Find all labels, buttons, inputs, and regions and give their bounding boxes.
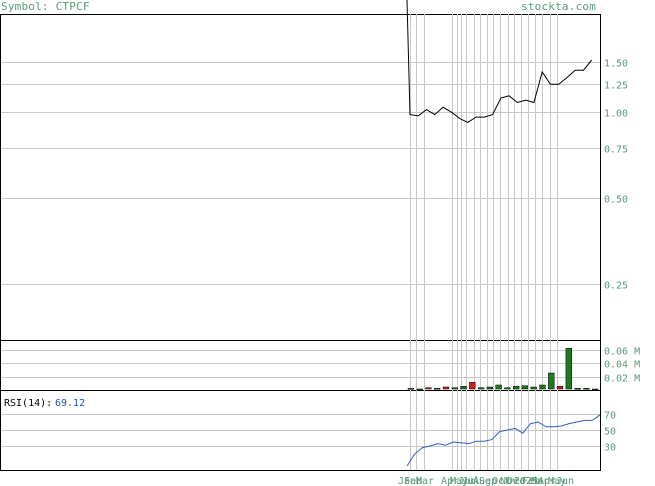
x-axis-label: Mar xyxy=(416,476,434,486)
volume-bar xyxy=(407,388,415,390)
rsi-tick-label: 70 xyxy=(604,411,616,422)
rsi-label: RSI(14): xyxy=(4,398,52,409)
volume-bar xyxy=(583,388,590,390)
price-tick-label: 0.50 xyxy=(604,195,628,206)
volume-bar xyxy=(451,387,458,390)
volume-bar xyxy=(513,386,520,390)
x-axis-label: Nov xyxy=(500,476,518,486)
price-tick-label: 1.00 xyxy=(604,109,628,120)
price-tick-label: 1.25 xyxy=(604,81,628,92)
price-tick-label: 0.25 xyxy=(604,281,628,292)
volume-bar xyxy=(416,388,423,391)
price-line xyxy=(406,0,593,123)
brand-label: stockta.com xyxy=(521,0,597,13)
volume-bar xyxy=(539,384,546,390)
x-axis-label: May xyxy=(548,476,566,486)
volume-bar xyxy=(591,388,599,391)
volume-bar xyxy=(530,386,537,390)
volume-bar xyxy=(469,382,476,390)
volume-bar xyxy=(442,386,450,390)
volume-bar xyxy=(574,388,581,390)
volume-bar xyxy=(434,388,441,390)
x-axis-label: Jun xyxy=(458,476,476,486)
x-axis-label: Aug xyxy=(473,476,491,486)
x-axis-label: Dec xyxy=(507,476,525,486)
volume-tick-label: 0.06 M xyxy=(604,347,640,358)
rsi-tick-label: 50 xyxy=(604,427,616,438)
x-axis-label: Jun xyxy=(556,476,574,486)
volume-bar xyxy=(486,386,494,390)
price-panel xyxy=(0,14,601,341)
price-tick-label: 0.75 xyxy=(604,145,628,156)
volume-bar xyxy=(548,372,555,390)
volume-bar xyxy=(556,386,564,390)
x-axis-label: Jul xyxy=(462,476,480,486)
x-axis-label: May xyxy=(450,476,468,486)
x-axis-label: Oct xyxy=(492,476,510,486)
x-axis-label: Mar xyxy=(531,476,549,486)
x-axis-label: Apr xyxy=(441,476,459,486)
price-tick-label: 1.50 xyxy=(604,59,628,70)
volume-bar xyxy=(521,385,529,390)
volume-bar xyxy=(504,387,511,390)
rsi-value: 69.12 xyxy=(55,398,85,409)
volume-bar xyxy=(425,387,432,390)
volume-bar xyxy=(495,384,502,390)
x-axis-label: Apr xyxy=(538,476,556,486)
rsi-line xyxy=(406,414,601,467)
x-axis-label: Feb xyxy=(404,476,422,486)
volume-tick-label: 0.04 M xyxy=(604,360,640,371)
rsi-panel xyxy=(0,390,601,471)
volume-tick-label: 0.02 M xyxy=(604,374,640,385)
symbol-label: Symbol: CTPCF xyxy=(1,0,90,13)
volume-bar xyxy=(565,348,572,390)
rsi-tick-label: 30 xyxy=(604,443,616,454)
volume-panel xyxy=(0,340,601,391)
volume-bar xyxy=(460,386,467,390)
x-axis-label: 2025 xyxy=(514,476,538,486)
x-axis-label: Sep xyxy=(479,476,497,486)
x-axis-label: Jan xyxy=(398,476,416,486)
x-axis-label: Feb xyxy=(522,476,540,486)
volume-bar xyxy=(477,387,485,390)
